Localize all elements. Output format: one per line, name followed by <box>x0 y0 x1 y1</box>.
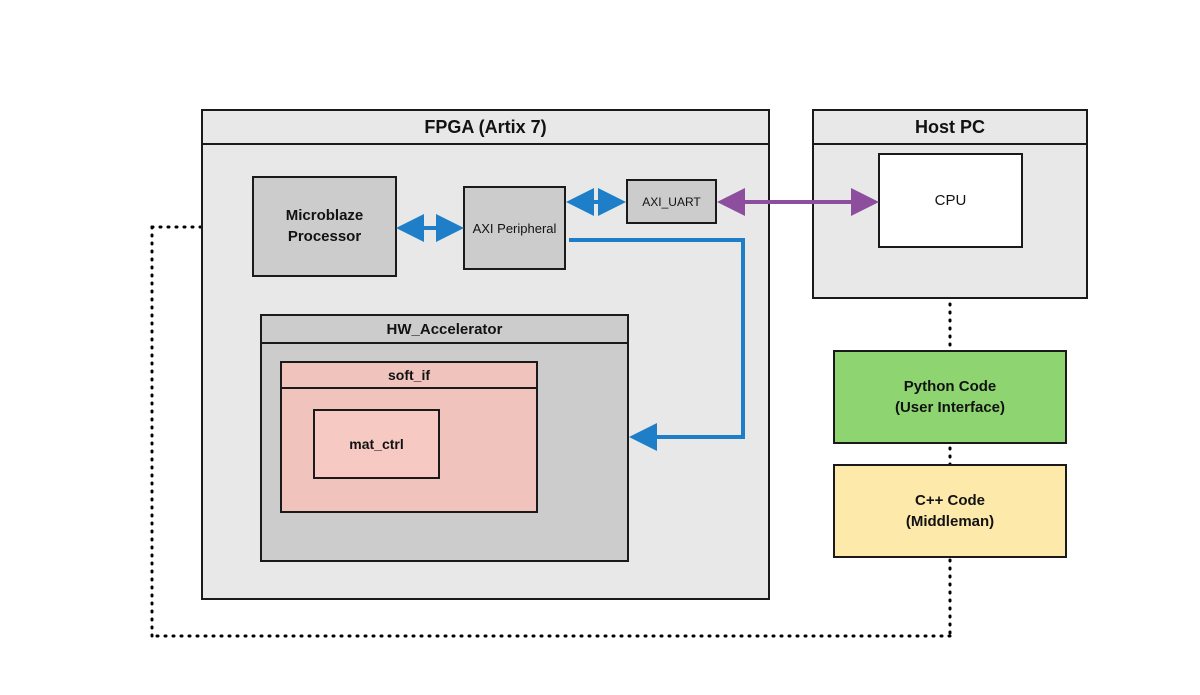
axi-peripheral-block: AXI Peripheral <box>463 186 566 270</box>
axi-uart-label: AXI_UART <box>642 194 701 209</box>
soft-if-title: soft_if <box>282 363 536 389</box>
hw-accelerator-title: HW_Accelerator <box>262 316 627 344</box>
python-code-label-line1: Python Code <box>903 378 997 395</box>
cpp-code-block: C++ Code (Middleman) <box>833 464 1067 558</box>
python-code-block: Python Code (User Interface) <box>833 350 1067 444</box>
mat-ctrl-label: mat_ctrl <box>349 436 404 452</box>
host-pc-title: Host PC <box>814 111 1086 145</box>
mat-ctrl-block: mat_ctrl <box>313 409 440 479</box>
fpga-title: FPGA (Artix 7) <box>203 111 768 145</box>
microblaze-label-line1: Microblaze <box>285 207 364 225</box>
cpu-label: CPU <box>934 192 967 209</box>
microblaze-processor-block: Microblaze Processor <box>252 176 397 277</box>
axi-uart-block: AXI_UART <box>626 179 717 224</box>
python-code-label-line2: (User Interface) <box>894 399 1006 416</box>
axi-peripheral-label: AXI Peripheral <box>472 220 557 236</box>
cpu-block: CPU <box>878 153 1023 248</box>
microblaze-label-line2: Processor <box>287 227 362 245</box>
cpp-code-label-line2: (Middleman) <box>905 513 995 530</box>
cpp-code-label-line1: C++ Code <box>914 492 986 509</box>
